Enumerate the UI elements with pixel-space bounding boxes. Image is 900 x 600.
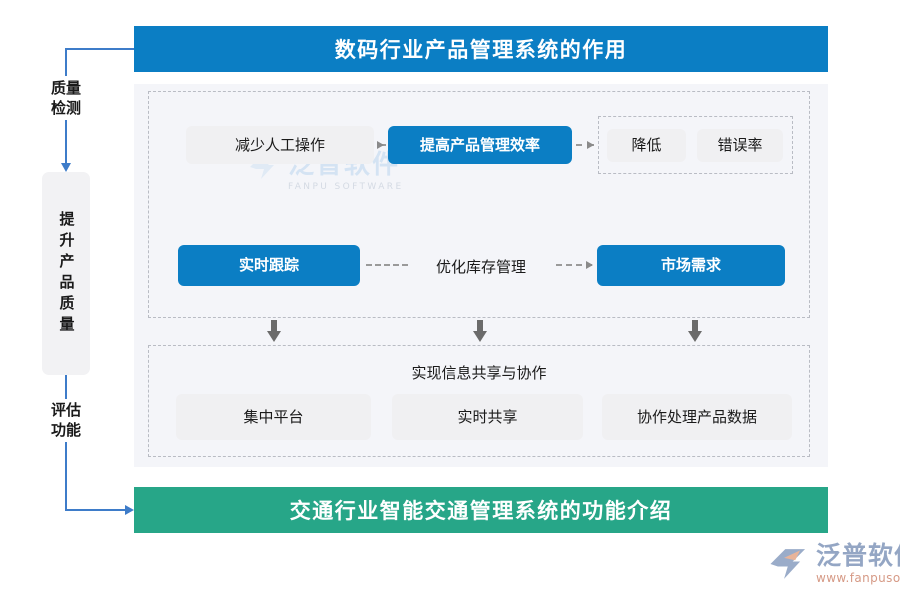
label-optimize-inventory-management-text: 优化库存管理: [435, 258, 526, 276]
arrow-right-icon: [587, 141, 594, 149]
corner-logo-cn: 泛普软件: [816, 541, 900, 570]
node-collaborative-product-data[interactable]: 协作处理产品数据: [602, 394, 792, 440]
arrow-down-icon: [688, 320, 702, 342]
connector-to-quality-box: [65, 120, 67, 164]
corner-logo: 泛普软件 www.fanpusoft.com: [768, 543, 900, 585]
node-improve-management-efficiency-label: 提高产品管理效率: [419, 135, 540, 154]
corner-logo-url: www.fanpusoft.com: [816, 571, 900, 585]
rail-label-quality-inspection: 质量 检测: [38, 78, 94, 118]
node-reduce-label: 降低: [631, 136, 662, 155]
rail-label-quality-line2: 检测: [50, 99, 81, 117]
footer-title-bar[interactable]: 交通行业智能交通管理系统的功能介绍: [134, 487, 828, 533]
node-reduce-manual-operation[interactable]: 减少人工操作: [186, 126, 374, 164]
node-reduce[interactable]: 降低: [607, 129, 686, 162]
arrow-right-icon: [125, 505, 134, 515]
node-centralized-platform[interactable]: 集中平台: [176, 394, 371, 440]
connector-bottom-vertical: [65, 442, 67, 510]
node-market-demand-label: 市场需求: [660, 256, 721, 275]
corner-logo-text: 泛普软件 www.fanpusoft.com: [816, 543, 900, 585]
rail-label-evaluation-function: 评估 功能: [38, 400, 94, 440]
rail-box-label: 提升产品质量: [57, 210, 76, 337]
connector-below-quality-box: [65, 375, 67, 399]
header-title-bar[interactable]: 数码行业产品管理系统的作用: [134, 26, 828, 72]
arrow-down-icon: [473, 320, 487, 342]
connector-top-vertical: [65, 48, 67, 76]
arrow-right-icon: [377, 141, 384, 149]
node-market-demand[interactable]: 市场需求: [597, 245, 785, 286]
node-error-rate-label: 错误率: [717, 136, 763, 155]
arrow-down-icon: [61, 163, 71, 172]
header-title-text: 数码行业产品管理系统的作用: [334, 38, 628, 62]
node-realtime-sharing-label: 实时共享: [457, 407, 518, 426]
dashed-connector-row1-b: [576, 144, 594, 146]
dashed-connector-row2-b: [556, 264, 592, 266]
label-optimize-inventory-management: 优化库存管理: [411, 256, 551, 277]
upper-dashed-region: [148, 91, 810, 318]
group-error-rate: [598, 116, 793, 174]
node-realtime-sharing[interactable]: 实时共享: [392, 394, 583, 440]
dashed-connector-row2-a: [366, 264, 408, 266]
footer-title-text: 交通行业智能交通管理系统的功能介绍: [289, 499, 673, 523]
node-collaborative-product-data-label: 协作处理产品数据: [636, 407, 757, 426]
fanpu-logo-icon: [770, 549, 806, 579]
connector-top-horizontal: [66, 48, 136, 50]
rail-label-evaluation-line2: 功能: [50, 421, 81, 439]
arrow-right-icon: [586, 261, 593, 269]
node-improve-management-efficiency[interactable]: 提高产品管理效率: [388, 126, 572, 164]
arrow-down-icon: [267, 320, 281, 342]
rail-box-improve-product-quality[interactable]: 提升产品质量: [42, 172, 90, 375]
lower-section-title-text: 实现信息共享与协作: [411, 364, 547, 382]
connector-bottom-horizontal: [65, 509, 127, 511]
rail-label-evaluation-line1: 评估: [50, 401, 81, 419]
lower-dashed-region: [148, 345, 810, 457]
node-centralized-platform-label: 集中平台: [243, 407, 304, 426]
node-realtime-tracking-label: 实时跟踪: [238, 256, 299, 275]
lower-section-title: 实现信息共享与协作: [148, 362, 810, 383]
node-reduce-manual-operation-label: 减少人工操作: [234, 135, 325, 154]
node-realtime-tracking[interactable]: 实时跟踪: [178, 245, 360, 286]
node-error-rate[interactable]: 错误率: [697, 129, 783, 162]
rail-label-quality-line1: 质量: [50, 79, 81, 97]
